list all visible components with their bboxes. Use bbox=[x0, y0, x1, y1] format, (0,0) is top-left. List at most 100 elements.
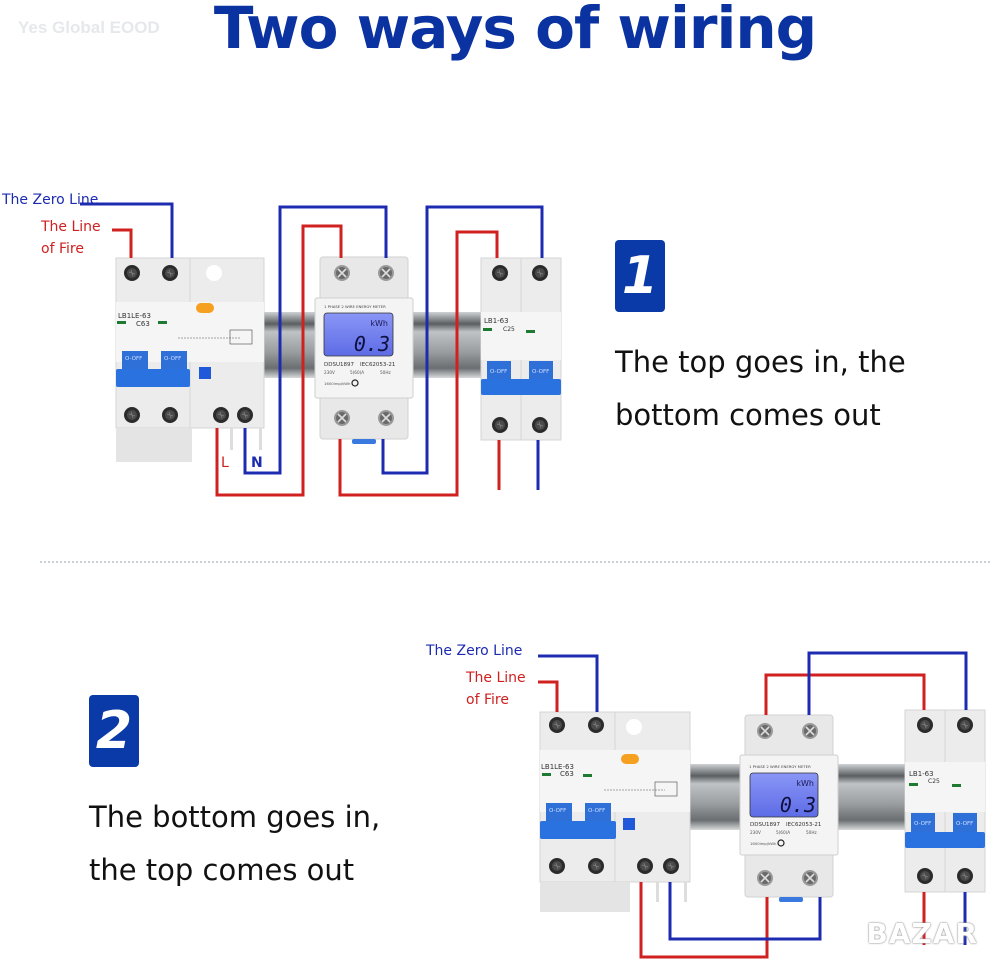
method-2-badge: 2 bbox=[89, 695, 139, 767]
watermark-text: Yes Global EOOD bbox=[18, 18, 160, 37]
mcb-switch-label: O-OFF bbox=[490, 369, 507, 375]
meter-reading: 0.3 bbox=[780, 793, 816, 817]
terminal-screw bbox=[161, 406, 179, 424]
rcbo-reset-button[interactable] bbox=[199, 367, 211, 379]
meter-screw bbox=[801, 722, 819, 740]
zero-wire-rcbo-meter bbox=[668, 882, 822, 941]
meter-screw bbox=[377, 409, 395, 427]
rcbo-switch-label: O-OFF bbox=[164, 356, 181, 362]
test-hole bbox=[626, 719, 642, 735]
meter-heading: 1 PHASE 2 WIRE ENERGY METER bbox=[324, 304, 386, 309]
terminal-screw bbox=[161, 264, 179, 282]
rcbo-breaker: LB1LE-63 C63 O-OFF O-OFF bbox=[115, 257, 265, 462]
mcb-model: LB1-63 bbox=[909, 770, 934, 778]
mcb-breaker: LB1-63 C25 O-OFF O-OFF bbox=[480, 257, 562, 441]
meter-standard: IEC62053-21 bbox=[360, 362, 395, 368]
meter-reading: 0.3 bbox=[354, 332, 390, 356]
bazar-watermark: BAZAR bbox=[866, 917, 978, 950]
rcbo-rating: C63 bbox=[136, 320, 150, 328]
zero-line-wire-in bbox=[538, 654, 599, 712]
meter-model: DDSU1897 bbox=[324, 362, 354, 368]
method-1-badge: 1 bbox=[615, 240, 665, 312]
mcb-rating: C25 bbox=[928, 778, 940, 785]
mcb-switch-label: O-OFF bbox=[956, 821, 973, 827]
rcbo-switch-label: O-OFF bbox=[588, 808, 605, 814]
mcb-rating: C25 bbox=[503, 326, 515, 333]
meter-impulse: 1600imp/kWh bbox=[324, 381, 351, 386]
meter-unit: kWh bbox=[796, 779, 814, 788]
meter-screw bbox=[333, 264, 351, 282]
diagram-1: LB1LE-63 C63 O-OFF O-OFF bbox=[80, 202, 562, 497]
test-button[interactable] bbox=[196, 303, 214, 313]
rcbo-reset-button[interactable] bbox=[623, 818, 635, 830]
terminal-screw bbox=[956, 867, 974, 885]
terminal-screw bbox=[491, 264, 509, 282]
meter-impulse: 1600imp/kWh bbox=[750, 841, 777, 846]
energy-meter: 1 PHASE 2 WIRE ENERGY METER kWh 0.3 DDSU… bbox=[739, 714, 839, 902]
terminal-screw bbox=[587, 857, 605, 875]
test-hole bbox=[206, 265, 222, 281]
mcb-switch-label: O-OFF bbox=[914, 821, 931, 827]
meter-screw bbox=[801, 869, 819, 887]
zero-wire-meter-mcb bbox=[381, 205, 544, 475]
rcbo-toggle-bar[interactable] bbox=[540, 821, 616, 839]
terminal-screw bbox=[212, 406, 230, 424]
rcbo-toggle-bar[interactable] bbox=[116, 369, 190, 387]
mcb-toggle-bar[interactable] bbox=[481, 379, 561, 395]
diagram-2: LB1LE-63 C63 O-OFF O-OFF bbox=[538, 651, 986, 959]
meter-current: 5(60)A bbox=[776, 830, 790, 835]
terminal-screw bbox=[916, 867, 934, 885]
wires-1 bbox=[80, 202, 544, 497]
fire-line-label-1a: The Line bbox=[41, 219, 101, 235]
method-1-desc-line-1: The top goes in, the bbox=[615, 345, 906, 379]
rcbo-model: LB1LE-63 bbox=[118, 312, 151, 320]
zero-wire-meter-mcb bbox=[807, 651, 968, 715]
energy-meter: 1 PHASE 2 WIRE ENERGY METER kWh 0.3 DDSU… bbox=[314, 256, 414, 444]
mcb-switch-label: O-OFF bbox=[532, 369, 549, 375]
fire-line-wire-in bbox=[538, 680, 559, 712]
meter-lcd bbox=[323, 312, 394, 357]
fire-wire-rcbo-meter bbox=[215, 224, 343, 497]
terminal-screw bbox=[916, 716, 934, 734]
meter-lcd bbox=[749, 772, 819, 818]
meter-screw bbox=[377, 264, 395, 282]
terminal-screw bbox=[636, 857, 654, 875]
rcbo-switch-1[interactable] bbox=[546, 803, 572, 823]
fire-line-label-2b: of Fire bbox=[466, 692, 509, 708]
rcbo-switch-label: O-OFF bbox=[549, 808, 566, 814]
wires-2 bbox=[538, 651, 968, 959]
meter-unit: kWh bbox=[370, 319, 388, 328]
rcbo-breaker: LB1LE-63 C63 O-OFF O-OFF bbox=[539, 711, 691, 912]
fire-line-label-2a: The Line bbox=[466, 670, 526, 686]
meter-frequency: 50Hz bbox=[380, 370, 391, 375]
terminal-screw bbox=[548, 716, 566, 734]
zero-line-label-2: The Zero Line bbox=[426, 643, 523, 659]
terminal-screw bbox=[531, 416, 549, 434]
zero-line-wire-in bbox=[80, 202, 174, 258]
mcb-model: LB1-63 bbox=[484, 317, 509, 325]
meter-frequency: 50Hz bbox=[806, 830, 817, 835]
fire-line-label-1b: of Fire bbox=[41, 241, 84, 257]
rcbo-model: LB1LE-63 bbox=[541, 763, 574, 771]
rcbo-rating: C63 bbox=[560, 770, 574, 778]
meter-current: 5(60)A bbox=[350, 370, 364, 375]
terminal-screw bbox=[123, 264, 141, 282]
terminal-L-label: L bbox=[221, 455, 229, 471]
rcbo-switch-2[interactable] bbox=[585, 803, 611, 823]
page-title: Two ways of wiring bbox=[213, 0, 817, 62]
fire-line-wire-in bbox=[112, 228, 133, 258]
terminal-screw bbox=[236, 406, 254, 424]
meter-led bbox=[351, 379, 359, 387]
meter-screw bbox=[756, 869, 774, 887]
rcbo-switch-2[interactable] bbox=[161, 351, 187, 371]
section-divider bbox=[40, 561, 990, 563]
method-2-desc-line-1: The bottom goes in, bbox=[89, 800, 381, 834]
rcbo-switch-1[interactable] bbox=[122, 351, 148, 371]
fire-wire-meter-mcb bbox=[764, 673, 926, 715]
test-button[interactable] bbox=[621, 754, 639, 764]
meter-model: DDSU1897 bbox=[750, 822, 780, 828]
meter-heading: 1 PHASE 2 WIRE ENERGY METER bbox=[749, 764, 811, 769]
mcb-toggle-bar[interactable] bbox=[905, 832, 985, 848]
terminal-screw bbox=[662, 857, 680, 875]
